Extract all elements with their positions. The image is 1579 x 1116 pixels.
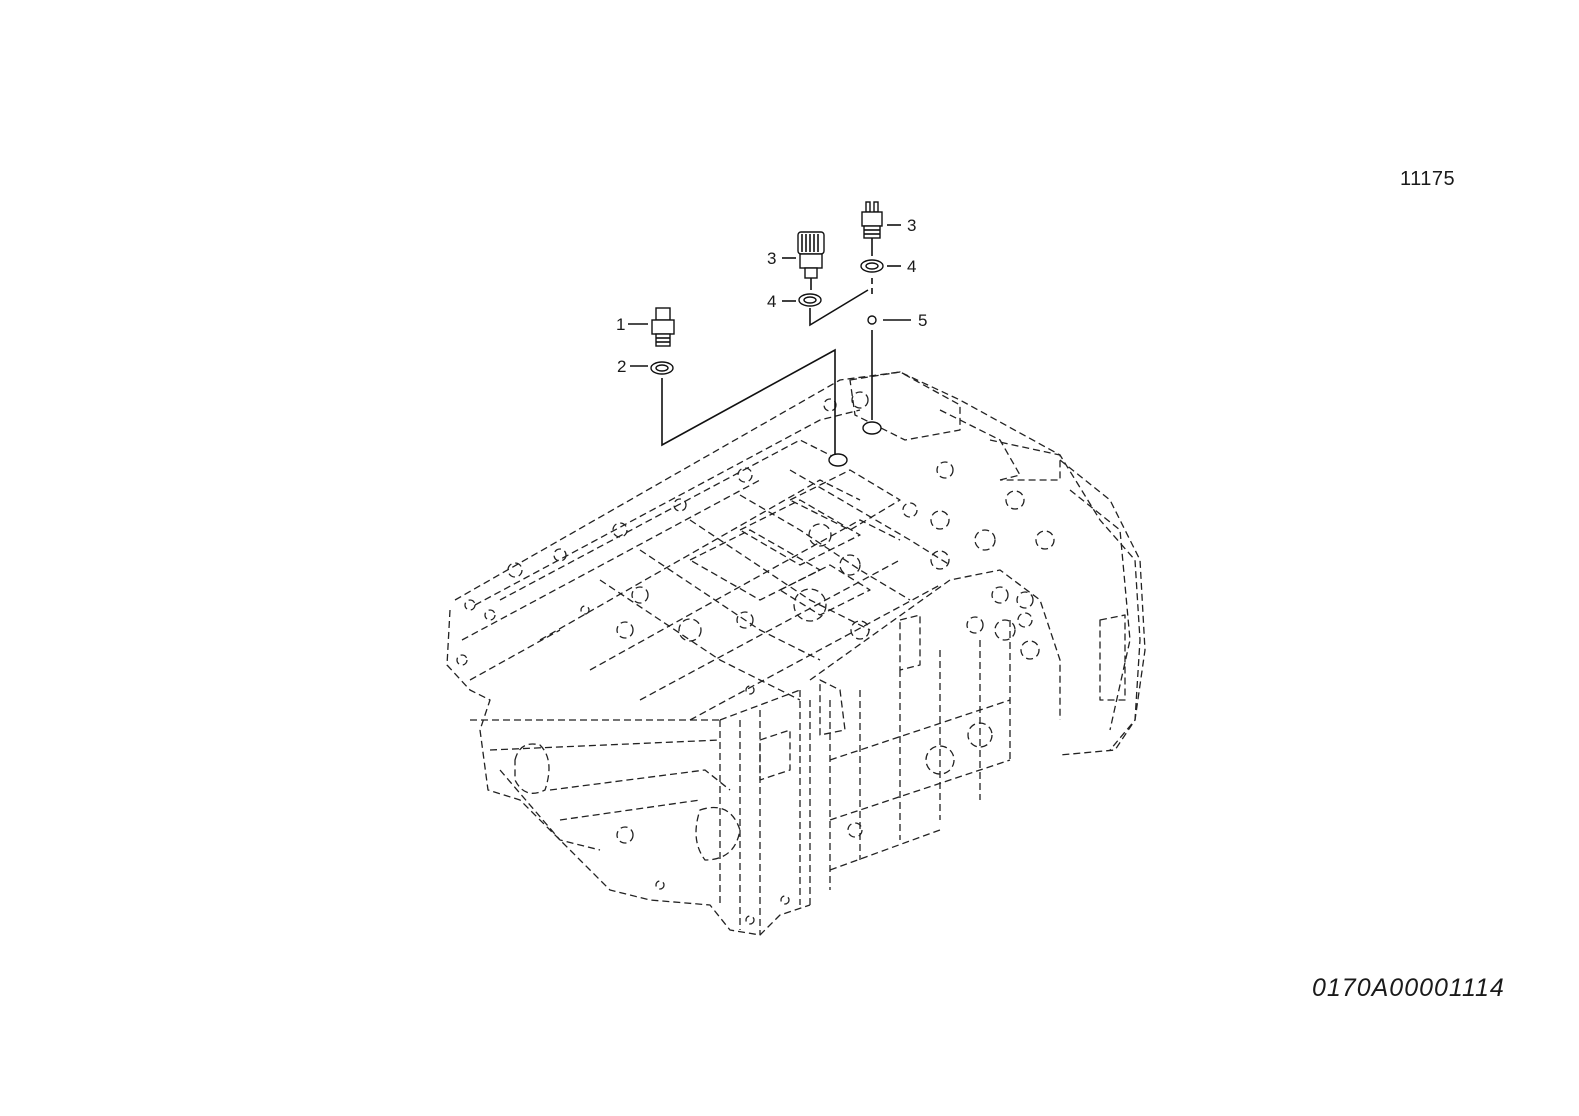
part-4-sealing-ring-right — [860, 259, 884, 273]
reference-number: 11175 — [1400, 168, 1456, 190]
part-3-sensor-left — [797, 231, 825, 290]
part-3-sensor-right — [861, 201, 883, 256]
leader-lines — [661, 278, 873, 455]
callout-4-left: 4 — [767, 292, 776, 311]
housing-bosses — [456, 391, 1055, 925]
callout-4-right: 4 — [907, 257, 916, 276]
part-4-sealing-ring-left — [798, 293, 822, 307]
part-2-sealing-ring — [650, 361, 674, 375]
transmission-housing — [446, 371, 1146, 936]
callout-3-right: 3 — [907, 216, 916, 235]
part-1-switch — [651, 307, 675, 347]
part-5-o-ring — [867, 315, 877, 325]
callout-2: 2 — [617, 357, 626, 376]
callout-ticks — [628, 224, 911, 367]
drawing-code: 0170A00001114 — [1312, 974, 1505, 1002]
callout-5: 5 — [918, 311, 927, 330]
mounting-bores — [828, 421, 882, 467]
callout-1: 1 — [616, 315, 625, 334]
callout-3-left: 3 — [767, 249, 776, 268]
